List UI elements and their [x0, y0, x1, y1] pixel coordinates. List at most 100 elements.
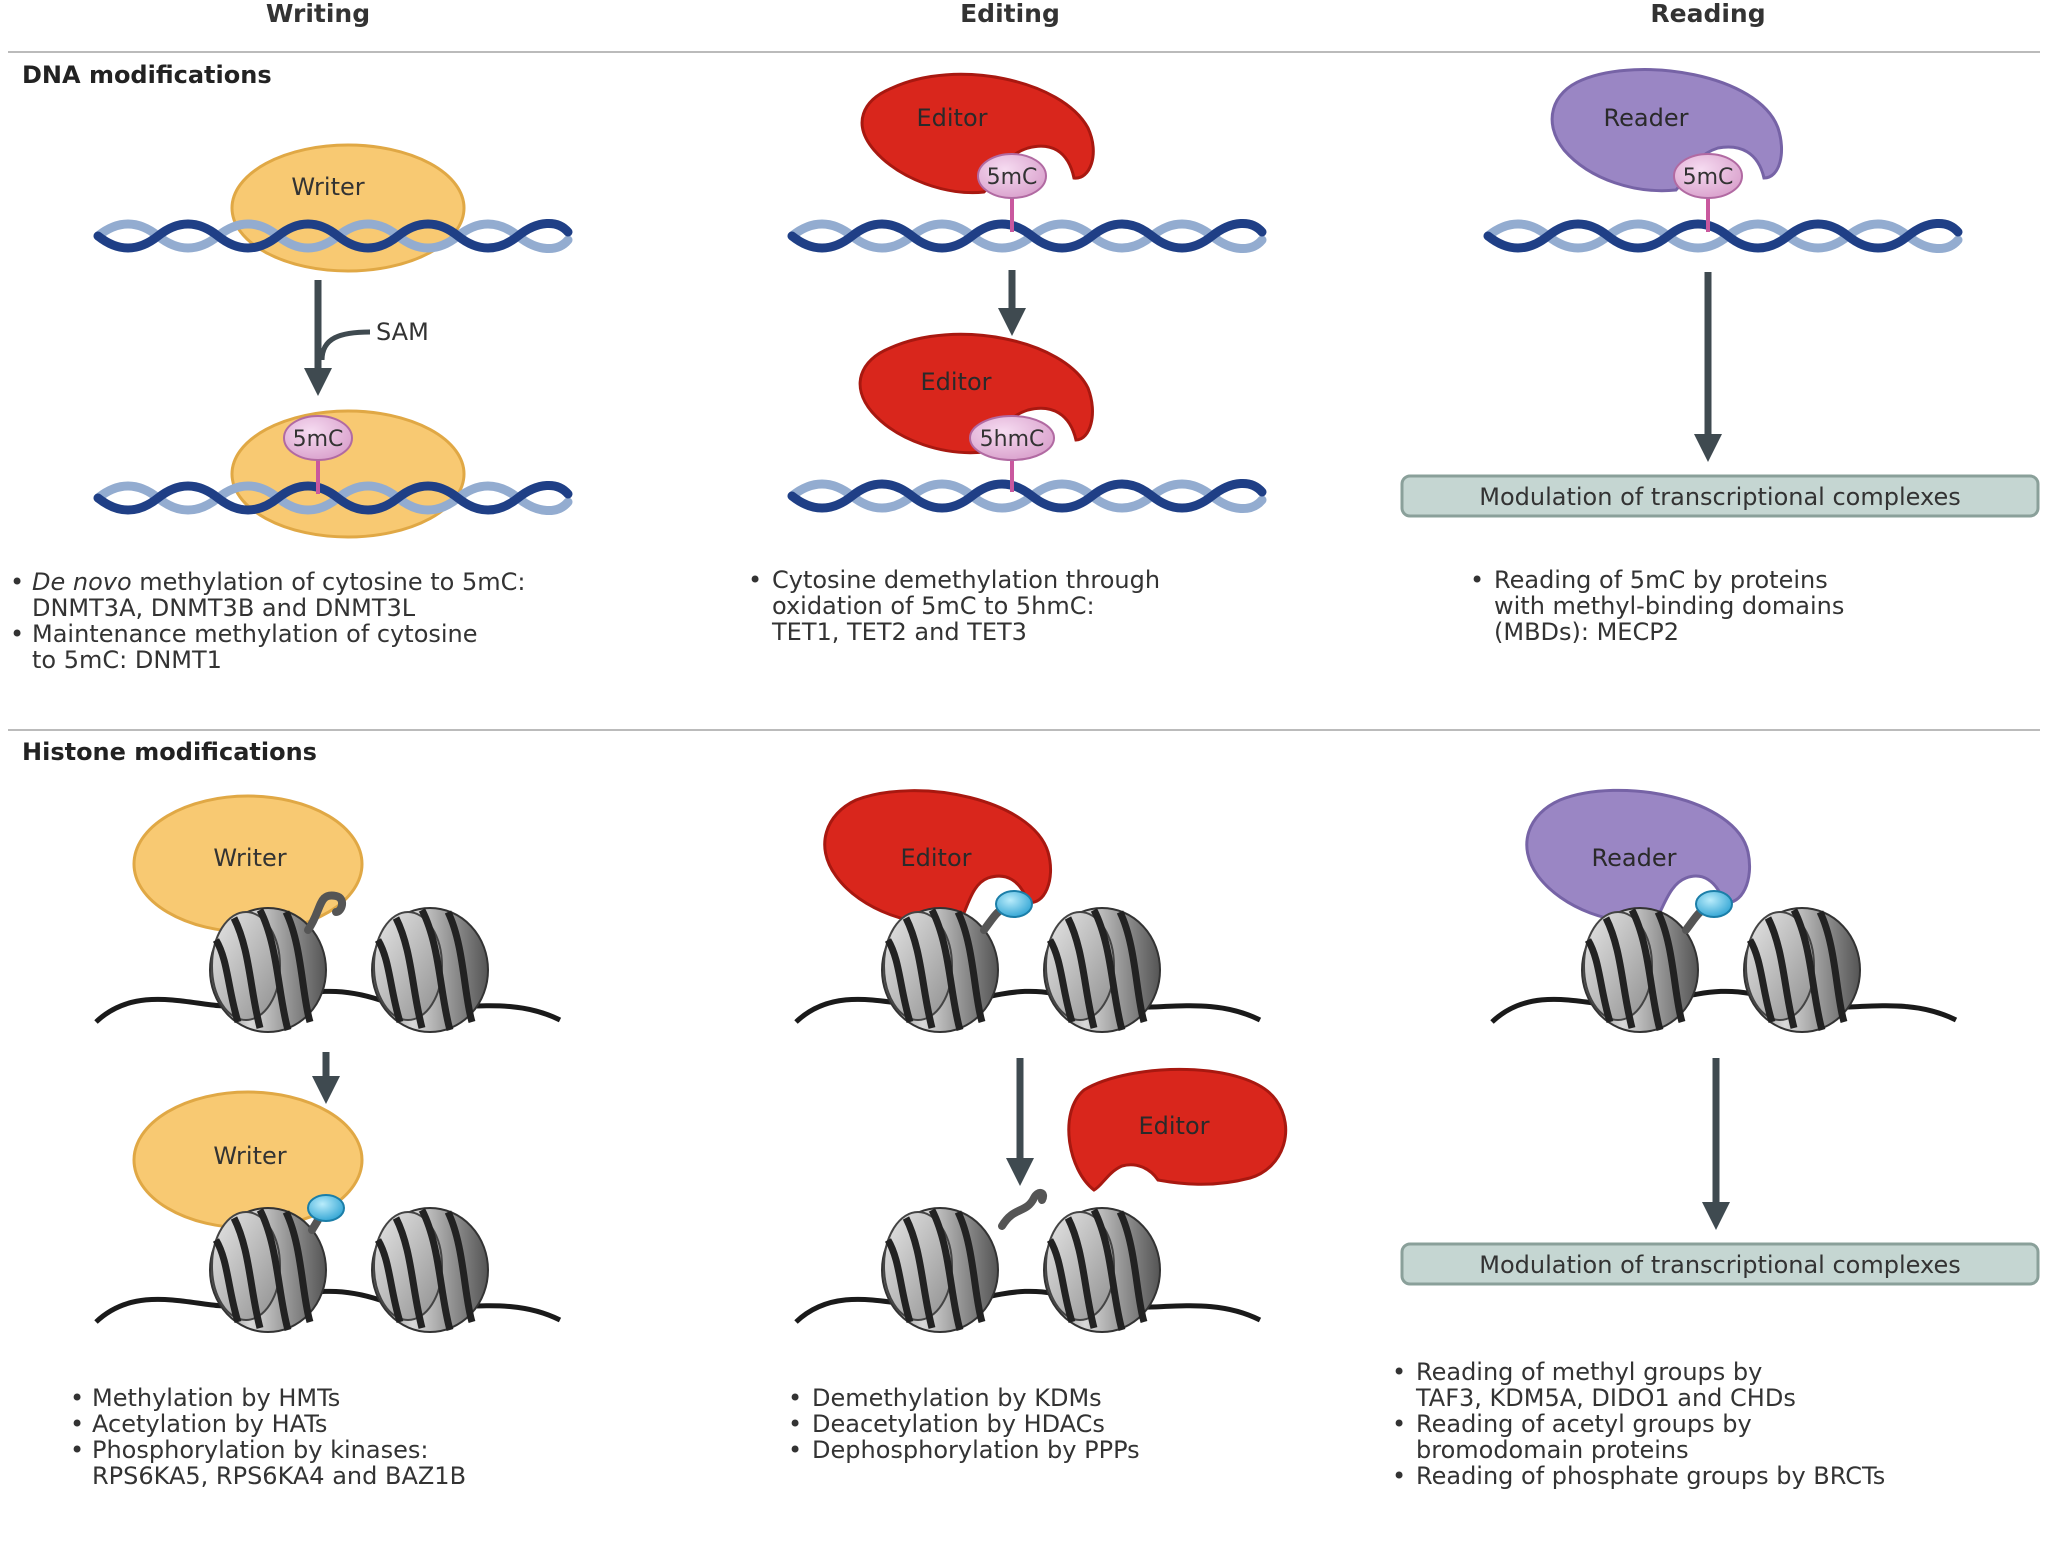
nucleosome-icon — [882, 1208, 998, 1332]
dna-writing-arrow: SAM — [304, 280, 429, 396]
histone-editing-note-1: Demethylation by KDMs — [812, 1384, 1102, 1412]
modulation-label: Modulation of transcriptional complexes — [1479, 1251, 1960, 1279]
acetyl-mark-icon — [995, 890, 1033, 918]
dna-helix-icon — [792, 483, 1262, 508]
histone-writing-note-4: RPS6KA5, RPS6KA4 and BAZ1B — [92, 1462, 466, 1490]
editor-label: Editor — [920, 368, 991, 396]
histone-editing-notes: • Demethylation by KDMs • Deacetylation … — [788, 1384, 1140, 1464]
column-header-writing: Writing — [266, 0, 370, 28]
5mc-mark-icon — [977, 153, 1047, 199]
dna-reading-notes: • Reading of 5mC by proteins with methyl… — [1470, 566, 1844, 646]
histone-editing-free-editor: Editor — [1067, 1067, 1288, 1192]
reader-label: Reader — [1604, 104, 1689, 132]
writer-label: Writer — [213, 1142, 286, 1170]
nucleosome-icon — [372, 1208, 488, 1332]
histone-editing-bottom — [794, 1189, 1262, 1332]
dna-editing-note-3: TET1, TET2 and TET3 — [771, 618, 1027, 646]
sam-label: SAM — [376, 318, 429, 346]
histone-editing-note-2: Deacetylation by HDACs — [812, 1410, 1105, 1438]
dna-reading-note-1: Reading of 5mC by proteins — [1494, 566, 1828, 594]
histone-reading-note-5: Reading of phosphate groups by BRCTs — [1416, 1462, 1885, 1490]
acetyl-mark-icon — [1695, 890, 1733, 918]
histone-reading-note-3: Reading of acetyl groups by — [1416, 1410, 1752, 1438]
5hmc-label: 5hmC — [980, 427, 1045, 452]
histone-writing-bottom: Writer — [94, 1090, 562, 1332]
bullet-icon: • — [1392, 1410, 1406, 1438]
dna-helix-icon — [1488, 223, 1958, 248]
nucleosome-icon — [1744, 908, 1860, 1032]
column-header-reading: Reading — [1650, 0, 1765, 28]
nucleosome-icon — [1044, 908, 1160, 1032]
histone-modulation-box: Modulation of transcriptional complexes — [1400, 1242, 2040, 1286]
histone-tail — [304, 891, 346, 934]
histone-writing-top: Writer — [94, 794, 562, 1032]
histone-writing-note-3: Phosphorylation by kinases: — [92, 1436, 428, 1464]
dna-editing-top: Editor 5mC — [792, 72, 1262, 248]
reader-shape — [1525, 788, 1751, 924]
5mc-label: 5mC — [1683, 165, 1734, 190]
histone-reading-top: Reader — [1490, 788, 1958, 1032]
bullet-icon: • — [1470, 566, 1484, 594]
dna-editing-note-1: Cytosine demethylation through — [772, 566, 1160, 594]
writer-label: Writer — [291, 173, 364, 201]
histone-reading-note-2: TAF3, KDM5A, DIDO1 and CHDs — [1415, 1384, 1796, 1412]
dna-helix-icon — [98, 485, 568, 510]
bullet-icon: • — [70, 1436, 84, 1464]
reader-label: Reader — [1592, 844, 1677, 872]
editor-shape — [1067, 1067, 1288, 1192]
editor-shape — [823, 789, 1053, 926]
column-header-editing: Editing — [960, 0, 1060, 28]
bullet-icon: • — [788, 1384, 802, 1412]
bullet-icon: • — [70, 1410, 84, 1438]
dna-reading-note-2: with methyl-binding domains — [1494, 592, 1844, 620]
5mc-mark-icon — [1673, 153, 1743, 199]
editor-shape — [858, 332, 1094, 455]
editor-label: Editor — [900, 844, 971, 872]
dna-helix-icon — [98, 223, 568, 248]
histone-section-title: Histone modifications — [22, 738, 317, 766]
dna-helix-icon — [792, 223, 1262, 248]
nucleosome-icon — [372, 908, 488, 1032]
editor-label: Editor — [916, 104, 987, 132]
histone-reading-note-4: bromodomain proteins — [1416, 1436, 1689, 1464]
dna-writing-note-1: De novo methylation of cytosine to 5mC: — [32, 568, 525, 596]
histone-writing-note-1: Methylation by HMTs — [92, 1384, 340, 1412]
dna-editing-bottom: Editor 5hmC — [792, 332, 1262, 508]
dna-writing-notes: • De novo methylation of cytosine to 5mC… — [10, 568, 525, 674]
dna-reading-top: Reader 5mC — [1488, 68, 1958, 249]
dna-modulation-box: Modulation of transcriptional complexes — [1400, 474, 2040, 518]
bullet-icon: • — [1392, 1462, 1406, 1490]
reader-shape — [1550, 68, 1783, 193]
dna-writing-note-3: Maintenance methylation of cytosine — [32, 620, 478, 648]
bullet-icon: • — [788, 1436, 802, 1464]
nucleosome-icon — [1582, 908, 1698, 1032]
sam-curve-icon — [319, 329, 371, 361]
bullet-icon: • — [70, 1384, 84, 1412]
dna-writing-bottom: 5mC — [98, 409, 568, 539]
bullet-icon: • — [788, 1410, 802, 1438]
acetyl-mark-icon — [307, 1194, 345, 1222]
bullet-icon: • — [10, 568, 24, 596]
histone-reading-notes: • Reading of methyl groups by TAF3, KDM5… — [1392, 1358, 1885, 1490]
dna-writing-note-2: DNMT3A, DNMT3B and DNMT3L — [32, 594, 416, 622]
histone-editing-top: Editor — [794, 789, 1262, 1032]
histone-reading-note-1: Reading of methyl groups by — [1416, 1358, 1762, 1386]
bullet-icon: • — [748, 566, 762, 594]
5mc-label: 5mC — [293, 427, 344, 452]
dna-writing-note-4: to 5mC: DNMT1 — [32, 646, 222, 674]
histone-editing-note-3: Dephosphorylation by PPPs — [812, 1436, 1140, 1464]
histone-writing-note-2: Acetylation by HATs — [92, 1410, 327, 1438]
histone-writing-notes: • Methylation by HMTs • Acetylation by H… — [70, 1384, 466, 1490]
dna-reading-note-3: (MBDs): MECP2 — [1494, 618, 1679, 646]
nucleosome-icon — [882, 908, 998, 1032]
nucleosome-icon — [1044, 1208, 1160, 1332]
modulation-label: Modulation of transcriptional complexes — [1479, 483, 1960, 511]
bullet-icon: • — [1392, 1358, 1406, 1386]
dna-writing-top: Writer — [98, 143, 568, 273]
editor-shape — [860, 72, 1095, 195]
5mc-label: 5mC — [987, 165, 1038, 190]
5mc-mark-icon — [283, 415, 353, 461]
editor-label: Editor — [1138, 1112, 1209, 1140]
dna-editing-note-2: oxidation of 5mC to 5hmC: — [772, 592, 1095, 620]
